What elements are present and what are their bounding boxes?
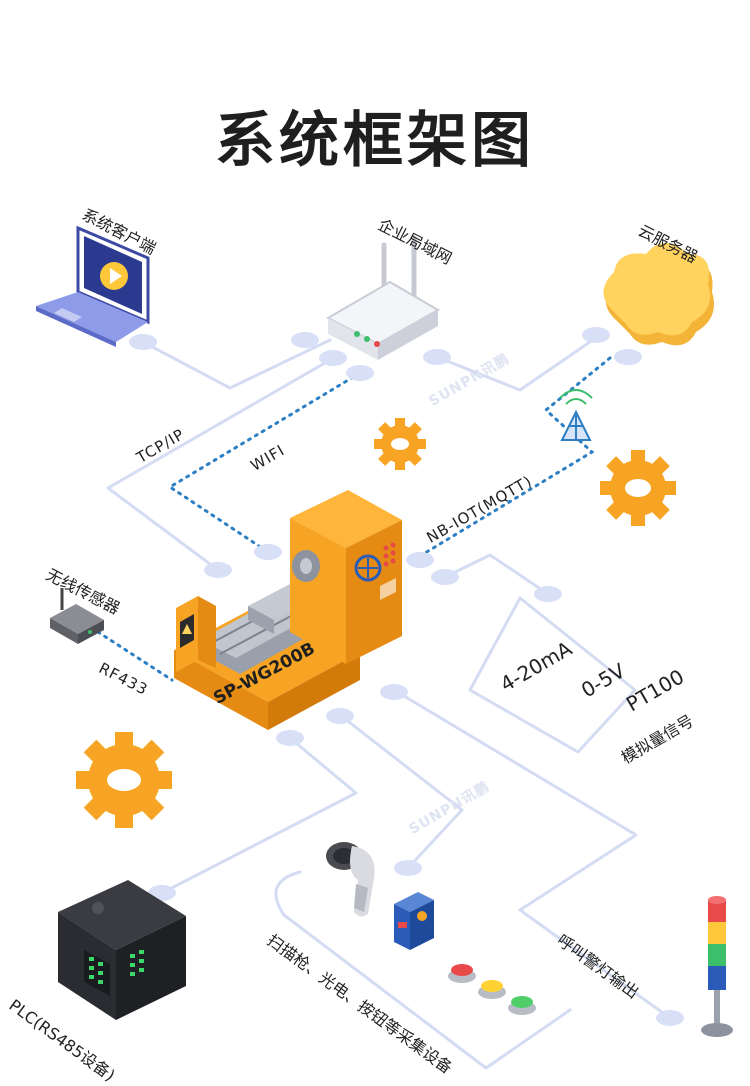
scanner-icon bbox=[326, 842, 375, 917]
gear-icon-small bbox=[374, 418, 426, 470]
photoelectric-sensor-icon bbox=[394, 892, 434, 950]
gear-icon-left bbox=[76, 732, 172, 828]
line-alarm bbox=[392, 688, 672, 1020]
line-client bbox=[141, 338, 332, 390]
plc-icon bbox=[58, 880, 186, 1020]
push-buttons-icon bbox=[448, 964, 536, 1015]
tower-light-icon bbox=[701, 896, 733, 1037]
line-collectors bbox=[274, 870, 572, 1070]
machine-icon bbox=[174, 490, 402, 730]
connection-lines bbox=[106, 333, 672, 1070]
router-icon bbox=[325, 235, 441, 360]
cloud-icon bbox=[603, 243, 714, 346]
analog-frame bbox=[468, 596, 637, 754]
line-plc bbox=[160, 736, 358, 895]
gear-icon-right bbox=[600, 450, 676, 526]
connection-dots bbox=[129, 327, 684, 1026]
sensor-icon bbox=[50, 588, 104, 644]
gear-icons bbox=[76, 418, 676, 828]
laptop-icon bbox=[36, 225, 150, 347]
tower-icon bbox=[559, 389, 593, 441]
line-tcpip bbox=[106, 358, 332, 572]
wifi-link bbox=[167, 371, 362, 554]
page-title: 系统框架图 bbox=[215, 106, 535, 176]
line-analog bbox=[443, 553, 550, 596]
rf433-link bbox=[96, 630, 174, 682]
line-lan-cloud bbox=[435, 333, 602, 392]
line-scanner bbox=[338, 713, 464, 870]
